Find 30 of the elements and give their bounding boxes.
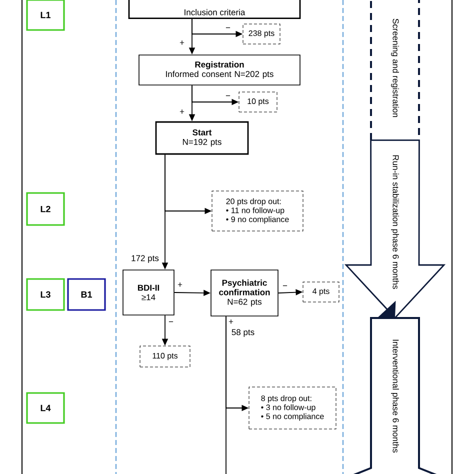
edge-label: + (177, 282, 183, 288)
edge-label: + (179, 40, 185, 46)
process-box: Inclusion criteria (128, 0, 301, 19)
phase-box: Screening and registration (370, 0, 420, 141)
edge-label: − (225, 94, 231, 100)
process-box: Start N=192 pts (155, 121, 249, 155)
phase-box: Interventional phase 6 months (346, 317, 444, 474)
exclusion-box: 238 pts (242, 24, 280, 44)
dropout-box: 8 pts drop out: • 3 no follow-up • 5 no compliance (248, 386, 336, 430)
edge-label: − (282, 284, 288, 290)
exclusion-box: 10 pts (238, 92, 278, 112)
level-box: L3 (26, 278, 65, 311)
process-box: Psychiatric confirmation N=62 pts (210, 270, 278, 316)
level-box: L1 (26, 0, 65, 31)
exclusion-box: 4 pts (302, 282, 340, 302)
edge-label: − (168, 320, 174, 326)
edge-label: 172 pts (130, 254, 160, 264)
dropout-box: 20 pts drop out: • 11 no follow-up • 9 no compliance (212, 190, 304, 232)
edge-label: Run-in stabilization phase 6 months (391, 155, 399, 289)
count-label: 58 pts (232, 329, 254, 337)
level-box: B1 (67, 278, 106, 311)
process-box: BDI-II ≥14 (122, 270, 174, 316)
edge-label: + (179, 109, 185, 115)
level-box: L4 (26, 392, 65, 424)
exclusion-box: 110 pts (140, 346, 190, 368)
edge-label: − (225, 26, 231, 32)
process-box: Registration Informed consent N=202 pts (138, 54, 300, 86)
edge-label: + (228, 319, 234, 325)
arrow (344, 140, 446, 319)
level-box: L2 (26, 192, 65, 226)
